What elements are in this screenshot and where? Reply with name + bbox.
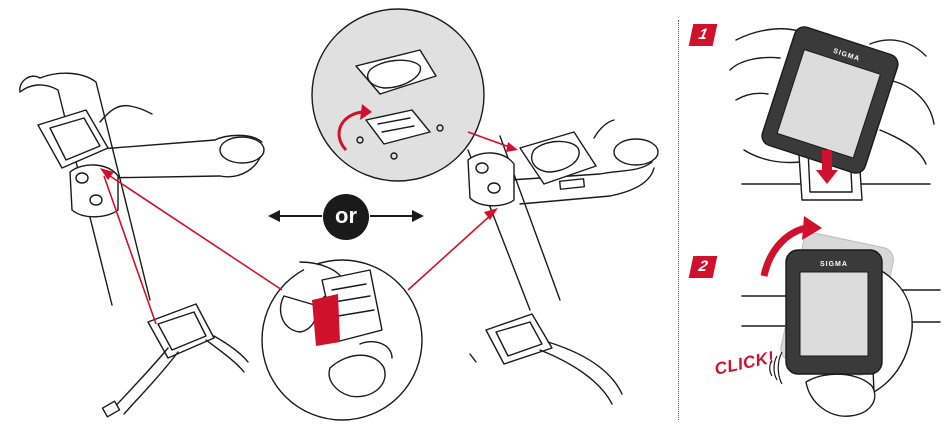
arrow-left-icon: [268, 210, 280, 222]
step2-illustration: SIGMA: [741, 216, 941, 417]
rotate-arrow-head: [802, 216, 822, 240]
rotate-arrow-icon: [760, 224, 807, 277]
left-strap-mount-illustration: [101, 303, 249, 418]
step-2-badge: 2: [688, 256, 718, 278]
arrow-right-icon: [412, 210, 424, 222]
right-handlebar-illustration: [467, 119, 659, 311]
down-arrow-icon: [816, 170, 838, 184]
pointer-lines: [100, 131, 518, 325]
curved-arrow-head: [360, 104, 372, 120]
right-strap-mount-illustration: [469, 313, 623, 405]
step1-illustration: SIGMA: [729, 26, 935, 201]
step-1-badge: 1: [688, 24, 718, 46]
bottom-zoom-circle: [261, 259, 423, 421]
sound-waves-icon: [769, 351, 783, 385]
curved-arrow-icon: [337, 110, 363, 152]
top-zoom-circle: [311, 8, 485, 182]
or-badge: or: [323, 194, 369, 240]
section-divider: [678, 20, 679, 420]
left-handlebar-illustration: [19, 72, 265, 306]
or-arrows: [268, 210, 424, 222]
brand-text-step2: SIGMA: [820, 261, 848, 268]
